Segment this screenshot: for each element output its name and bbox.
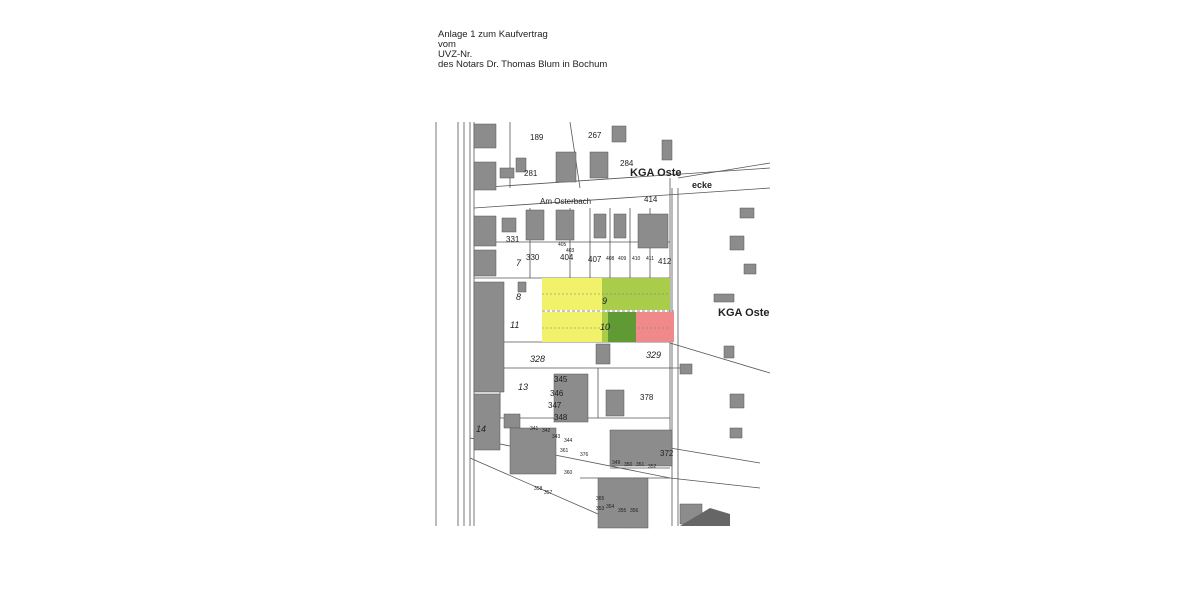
parcel-label: 353: [596, 506, 605, 512]
parcel-label: 344: [564, 438, 573, 444]
parcel-label: 11: [510, 320, 519, 330]
kga-label-top: KGA Oste: [630, 167, 682, 179]
parcel-label: 403: [566, 248, 575, 254]
parcel-label: 342: [542, 428, 551, 434]
highlighted-parcels: [542, 278, 674, 342]
parcel-label: 350: [624, 462, 633, 468]
parcel-label: 411: [646, 256, 654, 262]
kga-label-top-suffix: ecke: [692, 180, 712, 190]
parcel-label: 345: [554, 375, 568, 384]
parcel-label: 409: [618, 256, 627, 262]
parcel-label: 361: [560, 448, 569, 454]
parcel-label: 358: [534, 486, 543, 492]
parcel-label: 347: [548, 401, 562, 410]
parcel-label: 343: [552, 434, 561, 440]
parcel-label: 346: [550, 389, 564, 398]
road-corner: [680, 508, 730, 526]
parcel-label: 355: [618, 508, 627, 514]
parcel-label: 378: [640, 393, 654, 402]
parcel-label: 284: [620, 159, 634, 168]
header-line-3: UVZ-Nr.: [438, 49, 473, 60]
header-line-1: Anlage 1 zum Kaufvertrag: [438, 29, 548, 40]
document-header: Anlage 1 zum Kaufvertrag vom UVZ-Nr. des…: [438, 30, 607, 70]
parcel-label: 8: [516, 292, 521, 302]
kga-label-right: KGA Oste: [718, 307, 770, 319]
green-parcel-bottom: [602, 312, 608, 342]
parcel-label: 410: [632, 256, 641, 262]
parcel-label: 360: [564, 470, 573, 476]
parcel-label: 267: [588, 131, 602, 140]
cadastral-map: Am Osterbach KGA Oste ecke KGA Oste 189 …: [430, 118, 770, 530]
yellow-parcel-bottom: [542, 312, 602, 342]
parcel-label: 14: [476, 424, 486, 434]
parcel-label: 357: [544, 490, 553, 496]
parcel-label: 365: [596, 496, 605, 502]
parcel-label: 404: [560, 253, 574, 262]
buildings: [473, 123, 757, 529]
dark-green-parcel: [608, 312, 636, 342]
railway-lines: [435, 122, 475, 526]
red-parcel: [636, 312, 674, 342]
parcel-label: 376: [580, 452, 589, 458]
parcel-label: 7: [516, 258, 522, 268]
parcel-label: 408: [606, 256, 615, 262]
header-line-4: des Notars Dr. Thomas Blum in Bochum: [438, 59, 608, 70]
parcel-label: 330: [526, 253, 540, 262]
parcel-label: 354: [606, 504, 615, 510]
parcel-label: 405: [558, 242, 567, 248]
parcel-label: 407: [588, 255, 602, 264]
parcel-numbers: 189 267 284 281 414 331 330 405 403 404 …: [476, 131, 674, 514]
parcel-label: 10: [600, 322, 610, 332]
parcel-label: 356: [630, 508, 639, 514]
parcel-label: 341: [530, 426, 539, 432]
parcel-label: 352: [648, 464, 657, 470]
parcel-label: 349: [612, 460, 621, 466]
parcel-label: 329: [646, 350, 661, 360]
street-label: Am Osterbach: [540, 197, 591, 206]
parcel-label: 13: [518, 382, 528, 392]
parcel-label: 414: [644, 195, 658, 204]
header-line-2: vom: [438, 39, 456, 50]
parcel-label: 372: [660, 449, 674, 458]
parcel-label: 412: [658, 257, 672, 266]
parcel-label: 351: [636, 462, 645, 468]
parcel-label: 9: [602, 296, 607, 306]
parcel-label: 281: [524, 169, 538, 178]
parcel-label: 331: [506, 235, 520, 244]
parcel-label: 328: [530, 354, 545, 364]
parcel-label: 189: [530, 133, 544, 142]
parcel-label: 348: [554, 413, 568, 422]
